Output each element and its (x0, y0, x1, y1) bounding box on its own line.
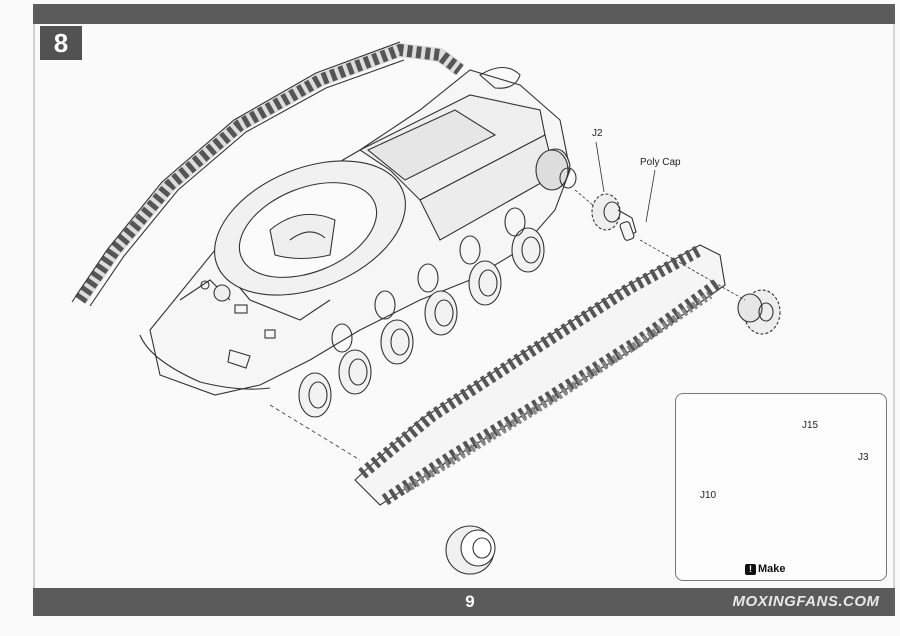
make-note-text: Make (758, 563, 786, 575)
page-number: 9 (465, 592, 475, 611)
road-wheels (298, 207, 545, 418)
sprocket-j2 (591, 193, 637, 237)
top-header-bar (33, 4, 895, 24)
spare-road-wheel (445, 525, 496, 575)
label-j3: J3 (858, 452, 869, 463)
tank-hull (139, 66, 571, 396)
bottom-footer-bar (33, 588, 895, 616)
warning-icon: ! (745, 564, 756, 575)
left-margin-rule (33, 24, 35, 588)
near-track-run (354, 244, 726, 506)
far-track-run (71, 41, 465, 307)
label-poly-cap: Poly Cap (640, 157, 681, 168)
label-j2: J2 (592, 128, 603, 139)
label-j10: J10 (700, 490, 717, 501)
poly-cap (619, 221, 635, 241)
step-number-badge: 8 (40, 26, 82, 60)
hull-sprocket-hub (535, 149, 577, 191)
assembly-leader-lines (269, 141, 746, 461)
watermark-text: MOXINGFANS.COM (732, 593, 880, 610)
detail-inset-box (675, 393, 887, 581)
right-margin-rule (893, 24, 895, 588)
make-note: !Make (745, 563, 786, 575)
track-sprocket (737, 289, 781, 335)
label-j15: J15 (802, 420, 819, 431)
